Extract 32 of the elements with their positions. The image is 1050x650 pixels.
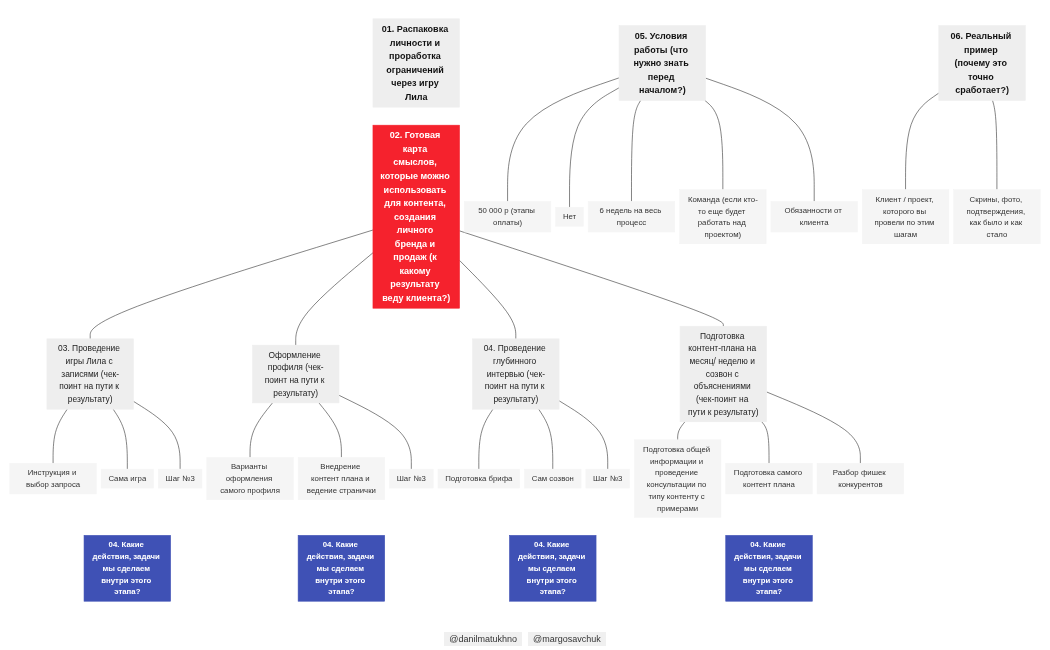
node-box: 02. Готовая карта смыслов, которые можно использовать для контента, создания личного бренда и продаж (к какому результату веду клиента?) [372, 124, 460, 309]
connector [631, 100, 641, 202]
connector [992, 100, 998, 190]
handle-text: @danilmatukhno [444, 632, 522, 646]
connector [112, 408, 128, 470]
connector [507, 77, 620, 202]
connector [133, 401, 181, 470]
connector [52, 408, 68, 464]
node-box: Оформление профиля (чек-поинт на пути к результату) [252, 344, 340, 404]
handle-text: @margosavchuk [528, 632, 606, 646]
node-box: 04. Проведение глубинного интервью (чек-поинт на пути к результату) [472, 338, 560, 410]
connector [677, 421, 686, 441]
connector [761, 421, 770, 464]
connector [338, 394, 412, 470]
connector [478, 408, 494, 470]
connector [318, 402, 342, 458]
connector [905, 92, 940, 190]
node-box: Подготовка контент-плана на месяц/ неделю и созвон с объяснениями (чек-поинт на пути к результату) [679, 325, 767, 423]
connector [459, 230, 724, 327]
connector [569, 87, 620, 208]
connector [766, 391, 861, 464]
connector [89, 229, 374, 340]
connector [249, 402, 273, 458]
connector [704, 100, 724, 190]
connector [459, 260, 517, 340]
connector [538, 408, 554, 470]
node-box: 03. Проведение игры Лила с записями (чек-поинт на пути к результату) [46, 338, 134, 410]
node-box: 05. Условия работы (что нужно знать перед началом?) [618, 25, 706, 101]
node-box: 06. Реальный пример (почему это точно сработает?) [938, 25, 1026, 101]
connector [558, 400, 609, 470]
connector [295, 252, 374, 346]
connector [705, 77, 815, 202]
